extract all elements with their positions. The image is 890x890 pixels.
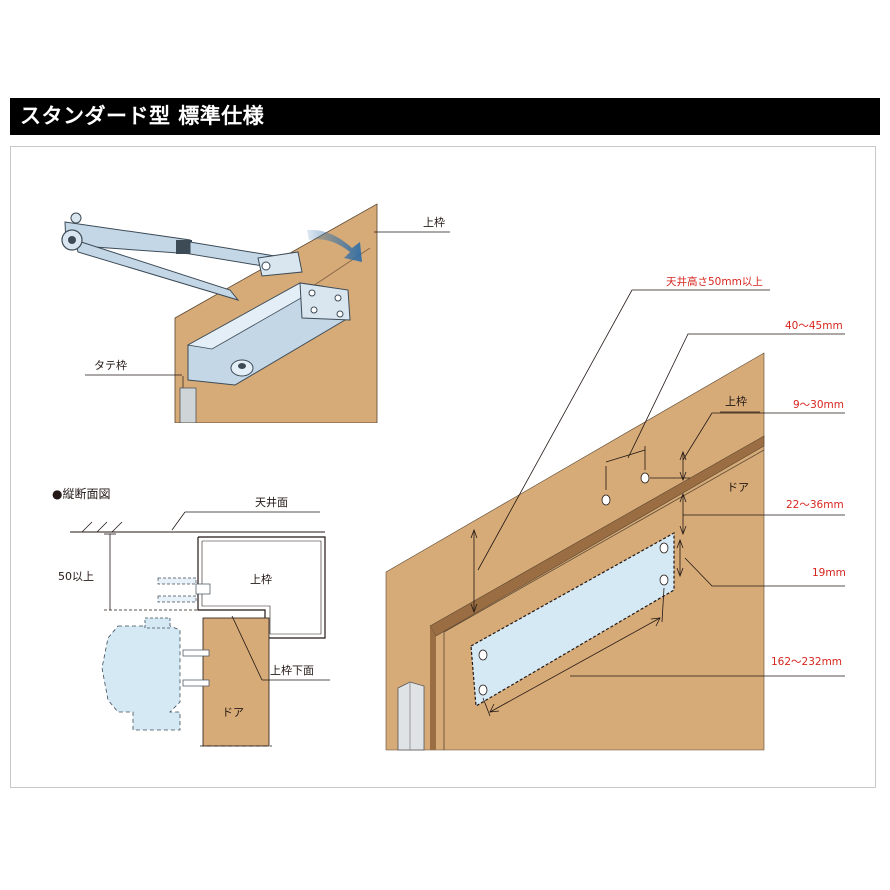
dim-2-value: 9～30mm xyxy=(793,399,844,411)
rotation-arrow xyxy=(307,229,362,262)
dimension-lines xyxy=(470,289,845,717)
dim-ceiling-arrow-bottom xyxy=(470,603,478,614)
label-upper-frame: 上枠 xyxy=(423,215,445,229)
leader-ceiling-height xyxy=(477,289,770,571)
dim-5-value: 162～232mm xyxy=(771,656,842,668)
dim-3-value: 22～36mm xyxy=(786,499,844,511)
frame-bottom-leader xyxy=(231,615,263,681)
label-upper-frame-right: 上枠 xyxy=(725,394,747,408)
bracket-pivot xyxy=(261,261,271,271)
diagram-panel xyxy=(10,146,876,788)
plate-hole xyxy=(478,684,488,696)
dim-1-value: 40～45mm xyxy=(785,320,843,332)
section-title: ●縦断面図 xyxy=(52,486,110,501)
door-screw xyxy=(182,679,210,687)
ceiling-hatch xyxy=(111,521,123,533)
dim-5-ext-a xyxy=(482,697,491,717)
mounting-plate xyxy=(470,531,675,707)
label-frame-bottom: 上枠下面 xyxy=(270,663,314,677)
section-view: 天井面 50以上 上枠 ドア 上枠下面 xyxy=(58,495,330,747)
screw-hole xyxy=(310,306,318,314)
arm-bracket xyxy=(257,251,303,277)
dim-3-arrow-b xyxy=(679,525,687,536)
side-frame xyxy=(397,681,425,751)
header-bar: スタンダード型 標準仕様 xyxy=(10,98,880,135)
dim-5-line xyxy=(489,617,661,713)
frame-screw-head xyxy=(195,583,211,595)
page-title: スタンダード型 標準仕様 xyxy=(20,104,265,128)
dim-1-line xyxy=(605,449,646,463)
frame-band-vertical xyxy=(430,626,436,750)
dim-2-arrow-a xyxy=(679,450,687,461)
dim-2-arrow-b xyxy=(679,471,687,482)
arm-joint xyxy=(176,240,192,254)
label-door-section: ドア xyxy=(222,706,244,719)
screw-hole xyxy=(334,294,342,302)
plate-hole xyxy=(478,649,488,661)
frame-hole xyxy=(601,494,611,506)
mounting-figure xyxy=(385,352,765,751)
dim-3-arrow-a xyxy=(679,492,687,503)
label-door-right: ドア xyxy=(727,481,749,494)
dim-5-ext-b xyxy=(661,587,665,623)
label-min-50: 50以上 xyxy=(58,570,94,583)
dim-5-arrow-a xyxy=(489,703,500,713)
leader-dim-2 xyxy=(682,412,845,461)
label-side-frame: タテ枠 xyxy=(94,358,127,372)
plate-hole xyxy=(659,574,669,586)
label-ceiling-height: 天井高さ50mm以上 xyxy=(666,275,763,288)
screw-hole xyxy=(308,289,316,297)
dim-ceiling-arrow-top xyxy=(470,528,478,539)
door-screw xyxy=(182,649,210,657)
frame-screw xyxy=(157,595,197,603)
ceiling-hatch xyxy=(96,521,108,533)
ceiling-hatch xyxy=(81,521,93,533)
screw-hole xyxy=(336,310,344,318)
door-section xyxy=(202,617,270,747)
closer-ghost-top xyxy=(144,617,171,629)
dim-4-value: 19mm xyxy=(812,567,846,579)
ceiling-label-leader xyxy=(171,511,186,531)
dim-4-arrow-b xyxy=(676,567,684,578)
adjust-knob-center xyxy=(238,363,246,369)
dim-4-arrow-a xyxy=(676,538,684,549)
frame-hole xyxy=(640,472,650,484)
frame-screw xyxy=(157,577,197,585)
arm-pivot-center xyxy=(68,236,76,244)
door-top-edge xyxy=(443,449,765,633)
dim-5-arrow-b xyxy=(650,617,661,627)
label-ceiling: 天井面 xyxy=(255,495,288,509)
plate-hole xyxy=(659,542,669,554)
closer-ghost xyxy=(101,625,181,731)
arm-pivot-top xyxy=(70,212,82,224)
label-upper-frame-section: 上枠 xyxy=(250,572,272,586)
leader-dim-4 xyxy=(684,557,845,587)
door-closer-figure xyxy=(61,203,378,423)
upper-frame-inner xyxy=(201,540,322,635)
side-frame-post xyxy=(179,387,197,423)
leader-dim-1 xyxy=(627,333,845,459)
